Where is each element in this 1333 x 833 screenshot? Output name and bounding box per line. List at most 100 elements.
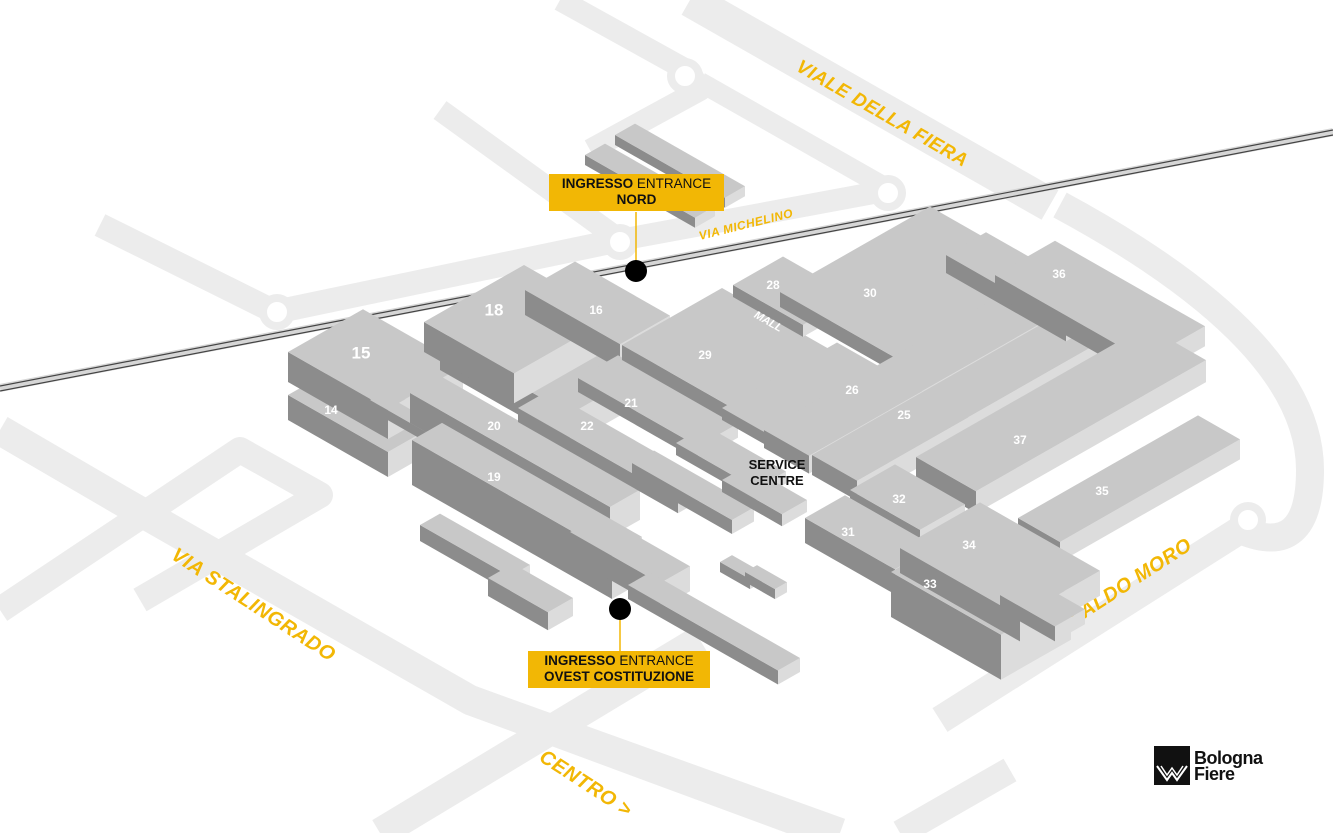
building-hall-35-right-face <box>1060 439 1240 562</box>
building-hall-37[interactable] <box>916 325 1206 514</box>
building-south-west-3-top-face <box>570 514 690 584</box>
building-hall-34-annex-right-face <box>1055 609 1085 642</box>
building-south-small-2-left-face <box>745 572 775 600</box>
building-hall-15-top-face <box>288 309 463 409</box>
service-centre-label-line2[interactable]: CENTRE <box>750 473 804 488</box>
hall-label-28[interactable]: 28 <box>766 278 780 292</box>
building-hall-28-left-face <box>733 285 803 337</box>
hall-label-16[interactable]: 16 <box>589 303 603 317</box>
building-hall-19-top-face <box>412 422 642 554</box>
hall-label-14[interactable]: 14 <box>324 403 338 417</box>
building-south-west-2-right-face <box>548 597 573 631</box>
hall-label-21[interactable]: 21 <box>624 396 638 410</box>
service-centre-label-line1[interactable]: SERVICE <box>749 457 806 472</box>
building-hall-21-top-face <box>578 355 738 447</box>
entrance-ovest-word-en: ENTRANCE <box>619 653 694 668</box>
building-hall-22-left-face <box>518 408 678 514</box>
building-hall-20-top-face <box>410 375 640 507</box>
building-hall-19-left-face <box>412 440 612 599</box>
entrance-ovest-callout[interactable]: INGRESSO ENTRANCE OVEST COSTITUZIONE <box>528 651 710 688</box>
hall-label-37[interactable]: 37 <box>1013 433 1027 447</box>
logo-text-line2: Fiere <box>1194 763 1235 784</box>
hall-label-22[interactable]: 22 <box>580 419 594 433</box>
building-hall-37-left-face <box>916 457 976 514</box>
roundabout-east <box>1230 502 1266 538</box>
hall-label-18[interactable]: 18 <box>485 300 504 319</box>
building-hall-21-left-face <box>578 378 698 461</box>
building-hall-16-left-face <box>525 290 620 370</box>
building-south-strip[interactable] <box>628 572 800 685</box>
building-south-strip-left-face <box>628 585 778 685</box>
entrance-ovest-dot[interactable] <box>609 598 631 620</box>
building-service-west[interactable] <box>632 450 754 534</box>
building-south-west-2[interactable] <box>488 563 573 631</box>
hall-label-30[interactable]: 30 <box>863 286 877 300</box>
building-hall-34-top-face <box>900 502 1100 617</box>
building-service-centre-2-right-face <box>782 499 807 527</box>
building-south-strip-right-face <box>778 657 800 685</box>
building-service-centre-2-top-face <box>722 465 807 515</box>
road-se <box>893 758 1017 833</box>
road-centro <box>464 685 836 833</box>
building-hall-14-left-face <box>288 395 388 477</box>
building-north-annex-2-right-face <box>695 206 715 228</box>
building-hall-16-top-face <box>525 261 670 345</box>
hall-label-20[interactable]: 20 <box>487 419 501 433</box>
building-hall-32-top-face <box>850 464 965 530</box>
roundabout-michelino <box>870 175 906 211</box>
entrance-nord-word-it: INGRESSO <box>561 176 634 191</box>
entrance-ovest-word-it: INGRESSO <box>544 653 616 668</box>
building-south-west-1-top-face <box>420 513 530 577</box>
building-hall-25-main-top-face <box>812 306 1117 481</box>
entrance-nord-word-en: ENTRANCE <box>636 176 712 191</box>
building-service-west-right-face <box>732 507 754 534</box>
hall-label-35[interactable]: 35 <box>1095 484 1109 498</box>
building-north-annex-1-right-face <box>725 186 745 208</box>
building-south-west-2-top-face <box>488 563 573 613</box>
hall-label-25[interactable]: 25 <box>897 408 911 422</box>
building-south-small-2-top-face <box>745 565 787 590</box>
road-west-block <box>0 437 333 621</box>
building-hall-18-left-face <box>424 322 514 404</box>
building-hall-34-annex-top-face <box>1000 577 1085 627</box>
hall-label-15[interactable]: 15 <box>352 343 371 362</box>
entrance-nord-dot[interactable] <box>625 260 647 282</box>
hall-label-36[interactable]: 36 <box>1052 267 1066 281</box>
entrance-markers <box>609 212 647 652</box>
logo-text-line1: Bologna <box>1194 747 1263 768</box>
buildings <box>288 123 1240 685</box>
building-hall-25-main-left-face <box>812 455 857 501</box>
entrance-ovest-name: OVEST COSTITUZIONE <box>543 669 694 684</box>
logo-mark-icon <box>1154 746 1190 785</box>
roundabout-nord-entrance <box>602 224 638 260</box>
road-inner-north <box>695 73 895 199</box>
entrance-nord-name: NORD <box>616 192 657 207</box>
hall-label-33[interactable]: 33 <box>923 577 937 591</box>
building-south-small-2[interactable] <box>745 565 787 600</box>
building-hall-33-left-face <box>891 572 1001 680</box>
building-hall-15-left-face <box>288 352 388 439</box>
hall-label-31[interactable]: 31 <box>841 525 855 539</box>
building-hall-34-annex[interactable] <box>1000 577 1085 642</box>
building-south-west-1-left-face <box>420 525 510 593</box>
building-connector-15-20-left-face <box>370 400 430 445</box>
entrance-nord-callout[interactable]: INGRESSO ENTRANCE NORD <box>549 174 724 211</box>
building-hall-34-left-face <box>900 548 1020 642</box>
building-hall-26-main-top-face <box>764 293 1049 456</box>
roundabout-north <box>667 58 703 94</box>
roundabout-west <box>259 294 295 330</box>
building-hall-26-main-left-face <box>764 430 809 474</box>
hall-label-34[interactable]: 34 <box>962 538 976 552</box>
road-viale-della-fiera <box>681 0 1059 220</box>
building-south-strip-top-face <box>628 572 800 671</box>
building-service-centre-2[interactable] <box>722 465 807 527</box>
building-service-west-top-face <box>632 450 754 520</box>
building-hall-37-right-face <box>976 360 1206 514</box>
hall-label-19[interactable]: 19 <box>487 470 501 484</box>
building-service-west-left-face <box>632 463 732 534</box>
hall-label-32[interactable]: 32 <box>892 492 906 506</box>
hall-label-29[interactable]: 29 <box>698 348 712 362</box>
hall-label-26[interactable]: 26 <box>845 383 859 397</box>
building-south-west-2-left-face <box>488 578 548 631</box>
